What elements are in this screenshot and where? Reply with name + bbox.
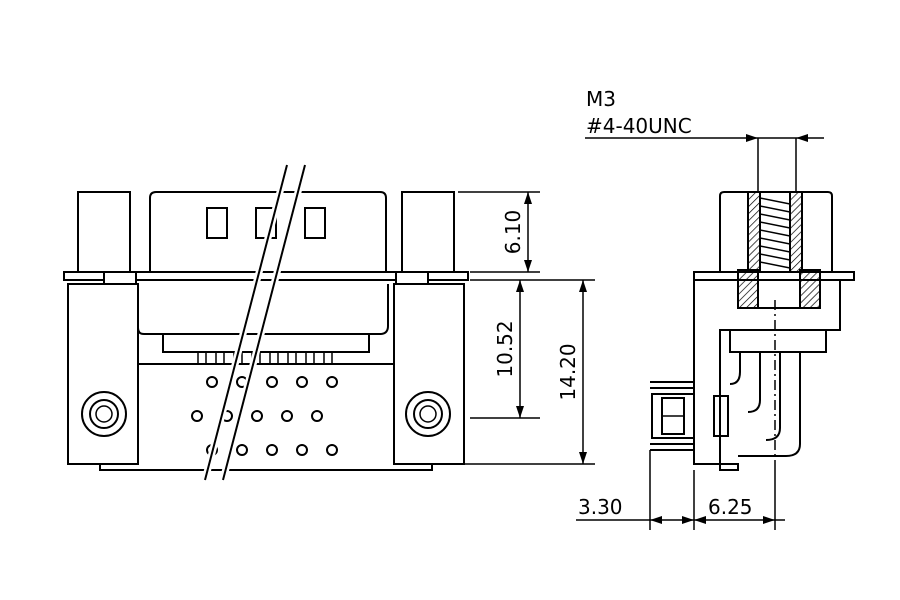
right-standoff <box>401 191 455 273</box>
side-flange <box>693 271 855 281</box>
left-mount-hole <box>81 391 127 437</box>
side-dimensions <box>576 134 824 530</box>
right-mount-block <box>393 283 465 465</box>
board-lock <box>651 393 695 439</box>
nut-core <box>757 279 801 309</box>
insulator <box>162 333 370 353</box>
thread-unc-label: #4-40UNC <box>586 114 692 138</box>
dim-body-height-label: 10.52 <box>493 320 517 377</box>
screw-core <box>759 191 791 273</box>
dim-pin-depth-label: 6.25 <box>708 495 753 519</box>
right-mount-hole <box>405 391 451 437</box>
front-dimensions <box>432 191 595 465</box>
pcb-tab <box>713 395 729 437</box>
dim-top-height-label: 6.10 <box>501 210 525 255</box>
flange-clip-left <box>103 271 137 285</box>
left-standoff <box>77 191 131 273</box>
contact-window-3 <box>304 207 326 239</box>
nut-right <box>799 269 821 309</box>
nut-left <box>737 269 759 309</box>
flange-clip-right <box>395 271 429 285</box>
screw-thread <box>759 197 791 269</box>
contact-window-1 <box>206 207 228 239</box>
dsub-shell <box>149 191 387 272</box>
pin-stubs <box>197 351 333 365</box>
thread-metric-label: M3 <box>586 87 616 111</box>
pcb-pins <box>650 381 694 451</box>
front-view <box>63 164 469 481</box>
break-lines <box>201 164 309 481</box>
flange <box>63 271 469 281</box>
lower-body <box>99 363 433 471</box>
side-view <box>650 191 855 471</box>
dim-total-height-label: 14.20 <box>556 343 580 400</box>
bent-pins <box>729 352 801 457</box>
left-mount-block <box>67 283 139 465</box>
side-insulator <box>729 329 827 353</box>
dim-pin-offset-label: 3.30 <box>578 495 623 519</box>
